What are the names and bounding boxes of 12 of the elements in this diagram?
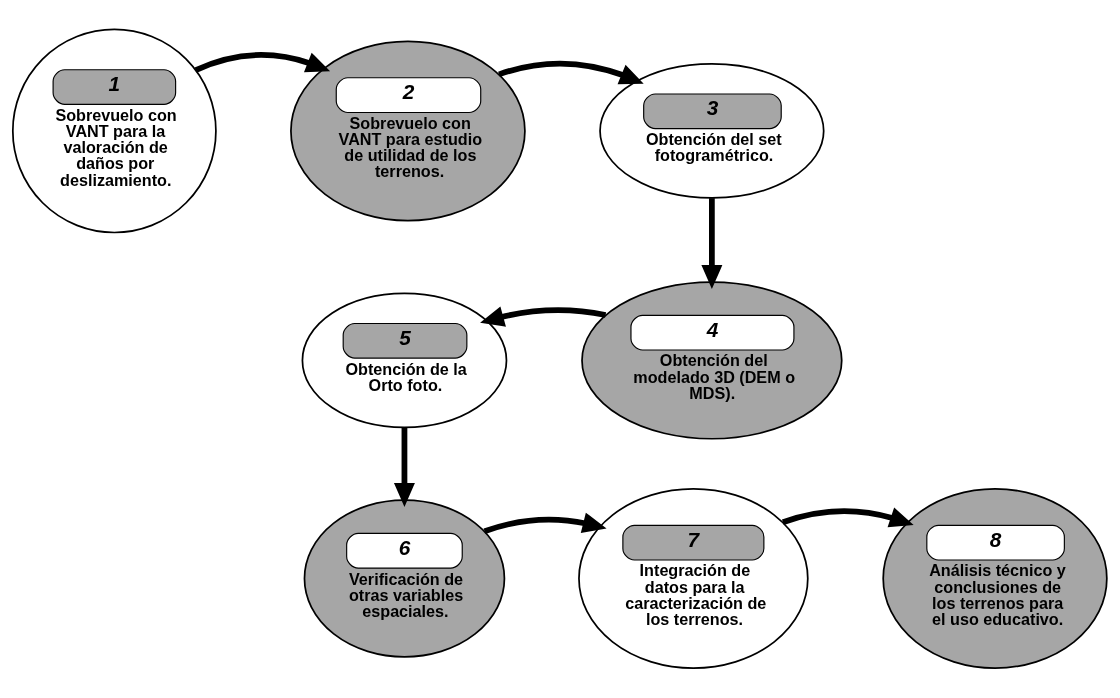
- arrow: [782, 507, 914, 528]
- node-ellipse: 4 Obtención del modelado 3D (DEM o MDS).: [581, 281, 843, 440]
- arrow: [480, 306, 607, 327]
- arrow: [701, 198, 723, 290]
- node-ellipse: 2 Sobrevuelo con VANT para estudio de utilidad de los terrenos.: [290, 40, 526, 222]
- node-circle: 1 Sobrevuelo con VANT para la valoración de daños por deslizamiento.: [11, 28, 217, 234]
- node-ellipse: 6 Verificación de otras variables espaciales.: [303, 499, 506, 658]
- arrow: [483, 512, 607, 535]
- arrow: [498, 60, 644, 85]
- node-ellipse: 8 Análisis técnico y conclusiones de los terrenos para el uso educativo.: [882, 488, 1108, 669]
- arrow: [194, 52, 331, 73]
- arrow: [393, 427, 415, 507]
